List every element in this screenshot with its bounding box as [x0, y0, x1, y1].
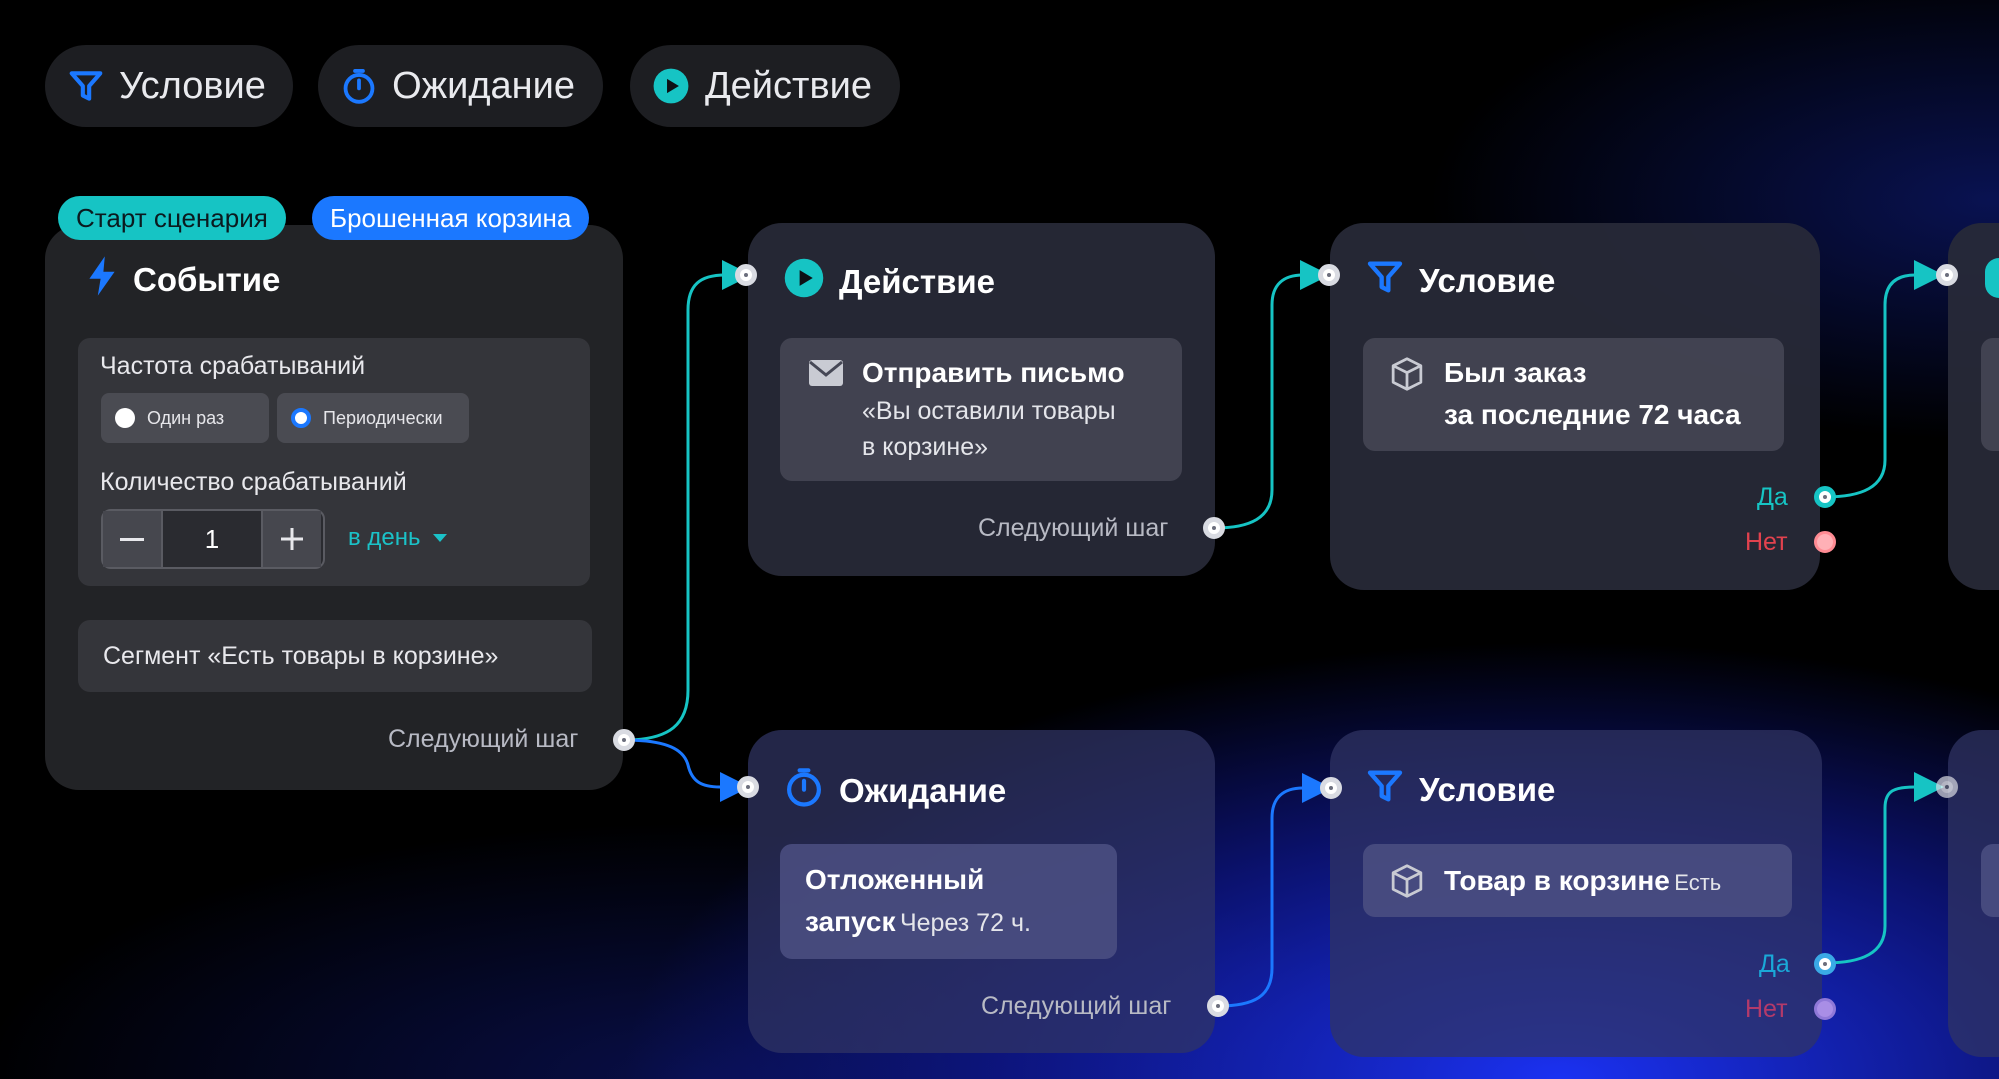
- next-bottom-panel-partial: [1981, 844, 1999, 917]
- wait-input-port[interactable]: [737, 776, 759, 798]
- radio-checked-icon: [291, 408, 311, 428]
- lightning-icon: [85, 255, 119, 305]
- wait-output-port[interactable]: [1207, 995, 1229, 1017]
- radio-periodic[interactable]: Периодически: [277, 393, 469, 443]
- condition-tool-button[interactable]: Условие: [45, 45, 293, 127]
- send-email-panel[interactable]: [780, 338, 1182, 481]
- event-next-step-label: Следующий шаг: [388, 725, 579, 753]
- timer-icon: [340, 66, 378, 106]
- condition2-input-port[interactable]: [1320, 777, 1342, 799]
- condition2-yes-label: Да: [1759, 950, 1790, 978]
- filter-icon: [1365, 257, 1405, 305]
- order-condition-panel[interactable]: [1363, 338, 1784, 451]
- radio-once[interactable]: Один раз: [101, 393, 269, 443]
- plus-icon: [281, 528, 303, 550]
- play-icon: [783, 257, 825, 307]
- action-output-port[interactable]: [1203, 517, 1225, 539]
- condition1-title-text: Условие: [1419, 262, 1556, 299]
- condition2-no-port[interactable]: [1814, 998, 1836, 1020]
- action-next-step-label: Следующий шаг: [978, 514, 1169, 542]
- condition1-yes-label: Да: [1757, 483, 1788, 511]
- box-icon: [1390, 356, 1424, 397]
- radio-unchecked-icon: [115, 408, 135, 428]
- play-icon: [1985, 258, 1999, 298]
- action-tool-button[interactable]: Действие: [630, 45, 900, 127]
- next-top-input-port[interactable]: [1936, 264, 1958, 286]
- next-bottom-input-port[interactable]: [1936, 776, 1958, 798]
- increment-button[interactable]: [263, 511, 321, 567]
- cart-condition-bold: Товар в корзине: [1444, 865, 1670, 896]
- timer-icon: [783, 766, 825, 816]
- decrement-button[interactable]: [103, 511, 161, 567]
- wait-title-text: Ожидание: [839, 772, 1007, 809]
- event-output-port[interactable]: [613, 729, 635, 751]
- count-stepper[interactable]: 1: [101, 509, 325, 569]
- frequency-label: Частота срабатываний: [100, 352, 366, 380]
- condition2-yes-port[interactable]: [1814, 953, 1836, 975]
- period-value: в день: [348, 524, 421, 551]
- send-email-line2: в корзине»: [862, 433, 989, 461]
- wait-tool-label: Ожидание: [392, 64, 575, 107]
- wire-event-to-wait: [624, 738, 750, 802]
- wait-tool-button[interactable]: Ожидание: [318, 45, 603, 127]
- filter-icon: [67, 66, 105, 106]
- count-label: Количество срабатываний: [100, 468, 407, 496]
- count-value[interactable]: 1: [161, 511, 263, 567]
- period-dropdown[interactable]: в день: [348, 524, 447, 552]
- delay-line1: Отложенный: [805, 864, 985, 895]
- delay-line2-light: Через 72 ч.: [899, 909, 1031, 937]
- condition1-yes-port[interactable]: [1814, 486, 1836, 508]
- wire-action-to-condition1: [1214, 260, 1330, 530]
- action-tool-label: Действие: [704, 64, 872, 107]
- wire-wait-to-condition2: [1217, 773, 1332, 1008]
- radio-once-label: Один раз: [147, 407, 225, 428]
- send-email-line1: «Вы оставили товары: [862, 397, 1116, 425]
- condition1-no-label: Нет: [1745, 528, 1788, 556]
- delay-line2-bold: запуск: [805, 906, 896, 937]
- event-title-text: Событие: [133, 261, 281, 298]
- order-condition-line1: Был заказ: [1444, 357, 1587, 388]
- wait-card-title: Ожидание: [783, 766, 1006, 816]
- cart-condition-text: Товар в корзине Есть: [1444, 865, 1721, 897]
- abandoned-cart-tag: Брошенная корзина: [312, 196, 590, 240]
- condition2-title-text: Условие: [1419, 771, 1556, 808]
- cart-condition-panel[interactable]: [1363, 844, 1792, 917]
- chevron-down-icon: [432, 534, 447, 542]
- segment-panel[interactable]: [78, 620, 592, 692]
- play-icon: [652, 66, 691, 106]
- condition-tool-label: Условие: [119, 64, 266, 107]
- radio-periodic-label: Периодически: [323, 407, 443, 428]
- delay-panel[interactable]: [780, 844, 1117, 959]
- condition2-card-title: Условие: [1365, 766, 1555, 814]
- send-email-heading: Отправить письмо: [862, 357, 1125, 388]
- condition1-input-port[interactable]: [1318, 264, 1340, 286]
- box-icon: [1390, 863, 1424, 904]
- wire-event-to-action: [624, 260, 752, 742]
- delay-line2: запуск Через 72 ч.: [805, 906, 1031, 938]
- action-title-text: Действие: [839, 263, 995, 300]
- filter-icon: [1365, 766, 1405, 814]
- event-card-title: Событие: [85, 255, 280, 305]
- wire-condition1-yes: [1824, 260, 1944, 499]
- condition1-card-title: Условие: [1365, 257, 1555, 305]
- next-top-panel-partial: [1981, 338, 1999, 451]
- condition1-no-port[interactable]: [1814, 531, 1836, 553]
- order-condition-line2: за последние 72 часа: [1444, 399, 1741, 430]
- cart-condition-light: Есть: [1674, 870, 1722, 895]
- minus-icon: [120, 537, 144, 541]
- wire-condition2-yes: [1824, 772, 1944, 965]
- action-input-port[interactable]: [735, 264, 757, 286]
- start-scenario-tag: Старт сценария: [58, 196, 286, 240]
- segment-text: Сегмент «Есть товары в корзине»: [103, 642, 499, 670]
- envelope-icon: [808, 358, 844, 393]
- wait-next-step-label: Следующий шаг: [981, 992, 1172, 1020]
- action-card-title: Действие: [783, 257, 995, 307]
- condition2-no-label: Нет: [1745, 995, 1788, 1023]
